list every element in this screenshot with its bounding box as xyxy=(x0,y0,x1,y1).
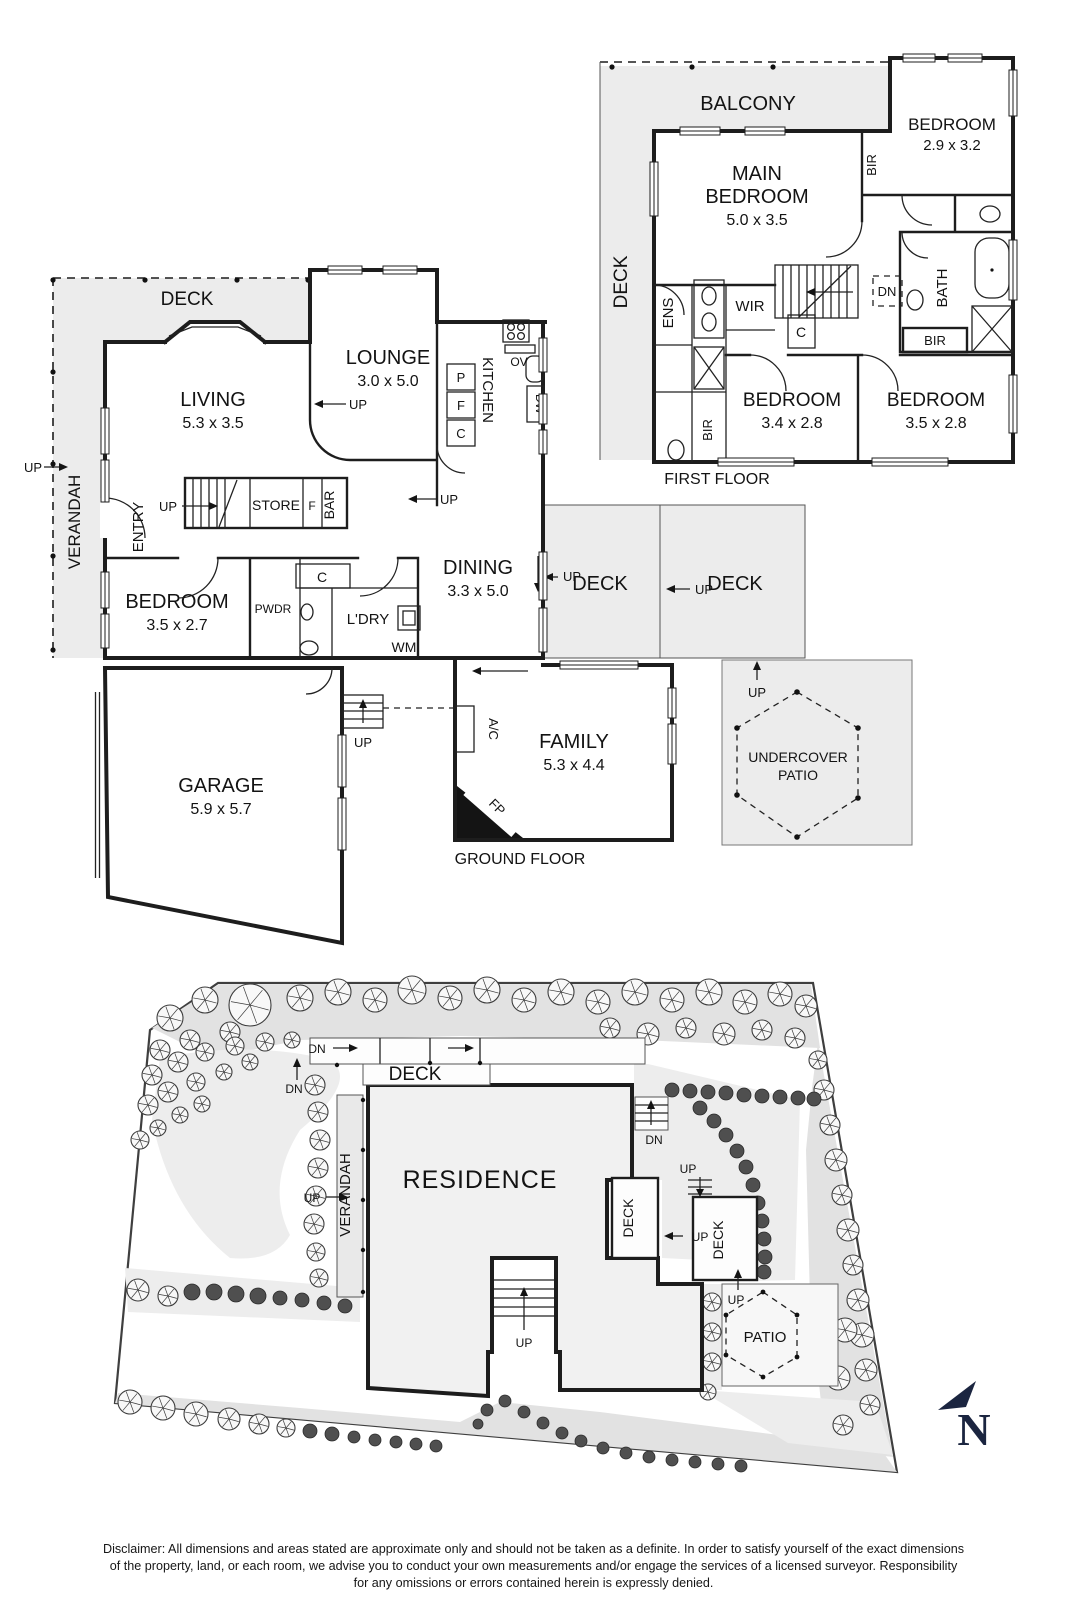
north-arrow-icon: N xyxy=(938,1381,991,1455)
gf-deck-mid-label: DECK xyxy=(572,573,628,595)
site-verandah-label: VERANDAH xyxy=(337,1153,354,1236)
gf-entry-label: ENTRY xyxy=(130,502,147,553)
ff-bedroom-top-label: BEDROOM xyxy=(908,115,996,134)
site-up-label-verandah: UP xyxy=(304,1191,321,1205)
gf-bar-label: BAR xyxy=(321,491,337,520)
ff-deck-label: DECK xyxy=(611,255,632,308)
gf-cupboard-label-hall: C xyxy=(317,569,327,585)
gf-bedroom-dims: 3.5 x 2.7 xyxy=(146,617,207,634)
site-deck-label: DECK xyxy=(389,1064,442,1085)
gf-lounge-label: LOUNGE xyxy=(346,347,430,369)
ff-bath-label: BATH xyxy=(934,269,951,308)
disclaimer-line-3: for any omissions or errors contained he… xyxy=(353,1576,714,1591)
gf-lounge-dims: 3.0 x 5.0 xyxy=(357,373,418,390)
gf-up-label-patio: UP xyxy=(748,685,766,700)
site-deck-small-right-label: DECK xyxy=(710,1220,726,1260)
gf-up-label-deck1: UP xyxy=(563,569,581,584)
gf-garage-label: GARAGE xyxy=(178,775,264,797)
gf-family-dims: 5.3 x 4.4 xyxy=(543,757,604,774)
undercover-patio-area xyxy=(721,659,913,846)
gf-verandah-label: VERANDAH xyxy=(65,475,84,569)
ff-main-bedroom-label-2: BEDROOM xyxy=(705,186,808,208)
site-deck-small-right xyxy=(691,1195,759,1282)
gf-up-label-garage: UP xyxy=(354,735,372,750)
site-up-label-stairs: UP xyxy=(516,1336,533,1350)
ff-bir-top-label: BIR xyxy=(864,154,879,176)
gf-deck-label: DECK xyxy=(161,289,214,310)
site-up-label-between-decks: UP xyxy=(692,1230,709,1244)
gf-store-label: STORE xyxy=(252,497,300,513)
north-label: N xyxy=(957,1404,990,1455)
ff-balcony-label: BALCONY xyxy=(700,93,796,115)
ff-bir-mid-label: BIR xyxy=(924,333,946,348)
gf-wm-label: WM xyxy=(392,639,417,655)
gf-powder-label: PWDR xyxy=(255,602,292,616)
site-residence-label: RESIDENCE xyxy=(403,1166,558,1194)
site-up-label-patio: UP xyxy=(728,1293,745,1307)
gf-laundry-label: L'DRY xyxy=(347,611,390,628)
gf-up-label-hall: UP xyxy=(440,492,458,507)
residence-outline xyxy=(366,1083,704,1399)
gf-cupboard-label-kitchen: C xyxy=(456,426,465,441)
ff-main-bedroom-label-1: MAIN xyxy=(732,163,782,185)
ff-bedroom-top-dims: 2.9 x 3.2 xyxy=(923,137,981,154)
ff-closet-label: C xyxy=(796,324,806,340)
gf-living-dims: 5.3 x 3.5 xyxy=(182,415,243,432)
ff-title: FIRST FLOOR xyxy=(664,471,770,488)
site-patio-area xyxy=(721,1283,839,1387)
ff-main-bedroom-dims: 5.0 x 3.5 xyxy=(726,212,787,229)
gf-family-label: FAMILY xyxy=(539,731,609,753)
site-up-label-deck: UP xyxy=(680,1162,697,1176)
disclaimer: Disclaimer: All dimensions and areas sta… xyxy=(0,1541,1067,1592)
site-deck-walkway xyxy=(309,1037,646,1065)
site-deck-small-left-label: DECK xyxy=(620,1198,636,1238)
ground-floor-plan: UP DECK VERANDAH LIVING 5.3 x 3.5 LOUNGE… xyxy=(24,268,913,946)
gf-title: GROUND FLOOR xyxy=(455,851,586,868)
gf-fridge-label: F xyxy=(457,398,465,413)
gf-dining-dims: 3.3 x 5.0 xyxy=(447,583,508,600)
gf-aircon-label: A/C xyxy=(486,718,501,740)
gf-deck-right-label: DECK xyxy=(707,573,763,595)
disclaimer-line-1: Disclaimer: All dimensions and areas sta… xyxy=(102,1542,965,1556)
ff-wir-label: WIR xyxy=(735,298,764,315)
gf-up-label-deck2: UP xyxy=(695,582,713,597)
shrub-symbols xyxy=(183,1082,822,1473)
gf-bedroom-label: BEDROOM xyxy=(125,591,228,613)
gf-patio-label-1: UNDERCOVER xyxy=(748,749,848,765)
ff-bedroom-right-label: BEDROOM xyxy=(887,390,985,411)
site-dn-label-1: DN xyxy=(308,1042,325,1056)
ff-ens-label: ENS xyxy=(660,298,677,329)
site-deck-area xyxy=(362,1063,491,1086)
disclaimer-line-2: of the property, land, or each room, we … xyxy=(109,1559,958,1574)
ff-bedroom-right-dims: 3.5 x 2.8 xyxy=(905,415,966,432)
first-floor-plan: BALCONY BEDROOM 2.9 x 3.2 MAIN BEDROOM 5… xyxy=(599,56,1015,488)
site-dn-label-3: DN xyxy=(645,1133,662,1147)
ff-bedroom-left-dims: 3.4 x 2.8 xyxy=(761,415,822,432)
gf-kitchen-label: KITCHEN xyxy=(479,357,496,423)
gf-up-label-lounge: UP xyxy=(349,397,367,412)
gf-oven-label: OV xyxy=(510,355,527,369)
gf-garage-dims: 5.9 x 5.7 xyxy=(190,801,251,818)
gf-up-label-entry: UP xyxy=(159,499,177,514)
site-plan: DN DN DECK VERANDAH UP RESIDENCE DN UP D… xyxy=(113,975,991,1474)
gf-fridge-label-2: F xyxy=(308,499,315,513)
gf-pantry-label: P xyxy=(457,370,466,385)
ff-bedroom-left-label: BEDROOM xyxy=(743,390,841,411)
gf-living-label: LIVING xyxy=(180,389,246,411)
window-symbols xyxy=(100,53,1018,851)
site-deck-small-left xyxy=(610,1176,660,1260)
site-patio-label: PATIO xyxy=(744,1329,787,1346)
gf-patio-label-2: PATIO xyxy=(778,767,818,783)
gf-up-label-verandah: UP xyxy=(24,460,42,475)
ff-dn-label: DN xyxy=(878,284,897,299)
gf-dining-label: DINING xyxy=(443,557,513,579)
site-dn-label-2: DN xyxy=(285,1082,302,1096)
ff-bir-left-label: BIR xyxy=(700,419,715,441)
